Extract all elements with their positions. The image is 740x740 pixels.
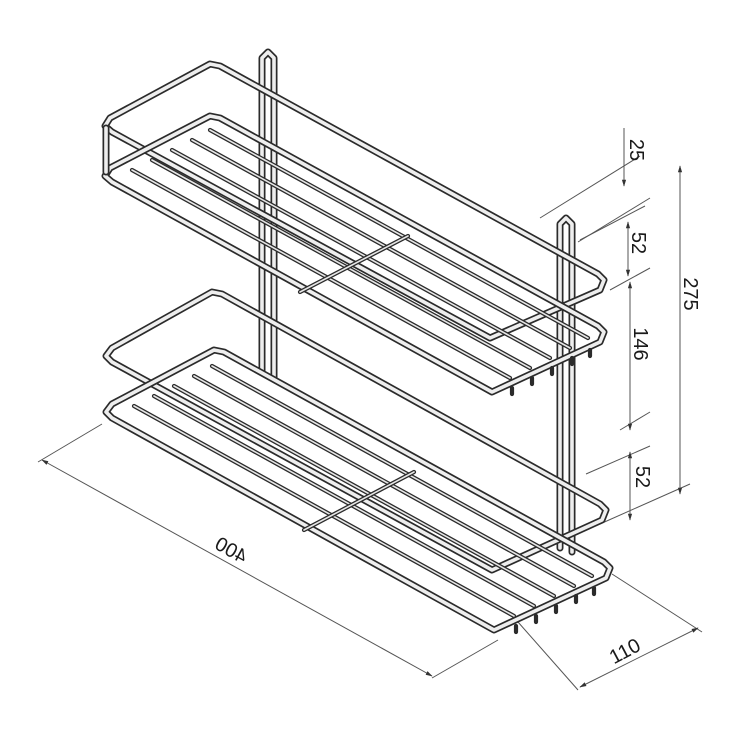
right-post [556,214,576,556]
wire-rack [101,48,614,635]
overall-height-dimension-label: 275 [679,277,701,310]
width-dimension-label: 400 [211,533,251,568]
lower-shelf-dimension-label: 52 [631,466,653,488]
top-offset-dimension-label: 25 [625,139,647,161]
upper-shelf-slats [129,127,591,381]
lower-shelf-slats [131,363,595,619]
upper-shelf [101,60,608,397]
shelf-gap-dimension-label: 146 [629,327,651,360]
upper-shelf-dimension-label: 52 [627,232,649,254]
lower-shelf [102,288,614,635]
dimension-lines [37,128,703,691]
depth-dimension-label: 110 [606,635,644,669]
